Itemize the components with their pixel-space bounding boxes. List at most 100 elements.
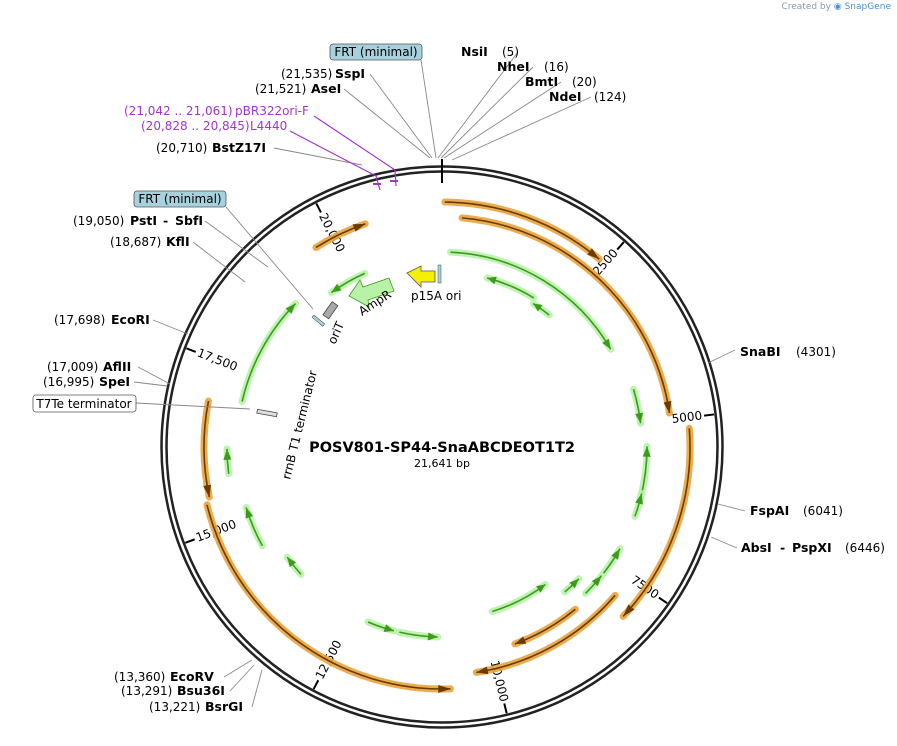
green-feature-12 <box>364 618 398 635</box>
leader-line <box>152 319 189 335</box>
primer-pbr322-name: pBR322ori-F <box>235 104 309 118</box>
site-pspxi-pos: (6446) <box>845 541 885 555</box>
green-feature-15 <box>223 445 233 478</box>
rrnb-terminator-label: rrnB T1 terminator <box>279 369 320 481</box>
tick-mark <box>315 203 322 213</box>
leader-line <box>437 51 519 159</box>
green-feature-2 <box>483 274 538 302</box>
green-feature-12-head <box>383 624 395 633</box>
orange-feature-3 <box>619 424 694 620</box>
snapgene-credit: Created by ◉ SnapGene <box>781 2 891 12</box>
green-feature-11-head <box>427 632 438 641</box>
leader-line <box>420 59 437 159</box>
green-feature-14 <box>242 503 266 550</box>
green-feature-8 <box>581 572 605 597</box>
green-feature-7 <box>599 545 624 577</box>
site-asei-pos: (21,521) <box>255 82 306 96</box>
green-feature-14-head <box>245 507 254 519</box>
site-aflii-pos: (17,009) <box>47 360 98 374</box>
green-feature-3-head <box>533 303 543 312</box>
site-ndei-name: NdeI <box>549 89 582 104</box>
green-feature-1 <box>446 248 615 353</box>
orange-feature-8-head <box>352 223 366 232</box>
green-feature-15-head <box>223 448 232 460</box>
site-ecori-pos: (17,698) <box>54 313 105 327</box>
primer-l4440-range: (20,828 .. 20,845) <box>141 119 250 133</box>
leader-line <box>135 402 251 410</box>
orange-feature-1-line <box>444 201 600 260</box>
site-ecorv-pos: (13,360) <box>114 670 165 684</box>
leader-line <box>440 66 534 159</box>
site-dash-2: - <box>780 540 785 555</box>
leader-line <box>251 669 263 708</box>
t7te-terminator-label: T7Te terminator <box>35 397 131 411</box>
orange-feature-5-head <box>514 636 527 644</box>
green-feature-16-band <box>238 300 300 406</box>
site-fspai-name: FspAI <box>750 503 789 518</box>
site-ecorv-name: EcoRV <box>170 669 214 684</box>
green-feature-9-head <box>569 578 579 589</box>
site-bsu36i-pos: (13,291) <box>121 684 172 698</box>
site-ndei-pos: (124) <box>594 90 626 104</box>
feature-arrows <box>200 198 694 693</box>
orange-feature-4-line <box>476 594 616 674</box>
site-sspi-pos: (21,535) <box>281 67 332 81</box>
green-feature-13 <box>283 553 305 578</box>
site-dash-1: - <box>163 213 168 228</box>
frt-left-label: FRT (minimal) <box>138 192 221 206</box>
orange-feature-6-line <box>206 504 451 690</box>
orange-feature-4 <box>472 591 619 676</box>
site-bstz17i-pos: (20,710) <box>156 141 207 155</box>
t7te-terminator-box: T7Te terminator <box>32 394 137 413</box>
tick-mark <box>658 596 668 605</box>
leader-line <box>710 536 738 549</box>
leader-line <box>443 81 562 159</box>
tick-mark <box>503 703 508 714</box>
orange-feature-8 <box>312 220 369 251</box>
frt-left-marker <box>311 314 326 327</box>
green-feature-8-head <box>591 575 602 587</box>
plasmid-name: POSV801-SP44-SnaABCDEOT1T2 <box>309 440 575 456</box>
site-bsrgi-pos: (13,221) <box>149 700 200 714</box>
credit-prefix: Created by <box>781 2 831 12</box>
leader-line <box>204 220 269 268</box>
terminator-marker <box>256 408 278 418</box>
site-asei-name: AseI <box>311 81 341 96</box>
orit-marker <box>322 301 339 320</box>
site-sspi-name: SspI <box>335 66 365 81</box>
leader-line <box>192 241 246 283</box>
site-nsii-name: NsiI <box>461 44 488 59</box>
orange-feature-6-head <box>438 684 451 693</box>
ampr-arrow <box>348 277 395 308</box>
site-psti-pos: (19,050) <box>73 214 124 228</box>
orange-feature-6 <box>203 501 454 693</box>
primer-pbr322-range: (21,042 .. 21,061) <box>124 104 233 118</box>
orange-feature-2 <box>458 214 673 417</box>
snapgene-logo-icon: ◉ <box>833 2 842 12</box>
orange-feature-7 <box>200 397 213 501</box>
tick-mark <box>186 347 197 353</box>
green-feature-6-head <box>635 493 643 505</box>
leader-line <box>717 503 746 512</box>
orange-feature-2-head <box>663 400 672 414</box>
green-feature-7-head <box>611 548 620 560</box>
leader-line <box>225 206 314 310</box>
leader-line <box>273 147 363 166</box>
site-bmti-pos: (20) <box>572 75 597 89</box>
site-bstz17i-name: BstZ17I <box>212 140 266 155</box>
site-kfli-name: KflI <box>166 234 190 249</box>
site-snabi-name: SnaBI <box>740 344 781 359</box>
site-bsrgi-name: BsrGI <box>205 699 243 714</box>
orange-feature-7-head <box>203 484 212 498</box>
p15a-ori-arrow <box>406 265 436 288</box>
green-feature-1-line <box>450 251 612 350</box>
tick-label: 5000 <box>671 408 703 426</box>
site-nsii-pos: (5) <box>502 45 519 59</box>
green-feature-10 <box>488 580 549 616</box>
frt-top-box: FRT (minimal) <box>329 43 423 61</box>
green-feature-10-head <box>536 584 546 593</box>
green-feature-4 <box>629 385 645 427</box>
leader-line <box>133 381 168 387</box>
tick-mark <box>312 679 320 690</box>
orange-feature-4-head <box>476 666 489 675</box>
